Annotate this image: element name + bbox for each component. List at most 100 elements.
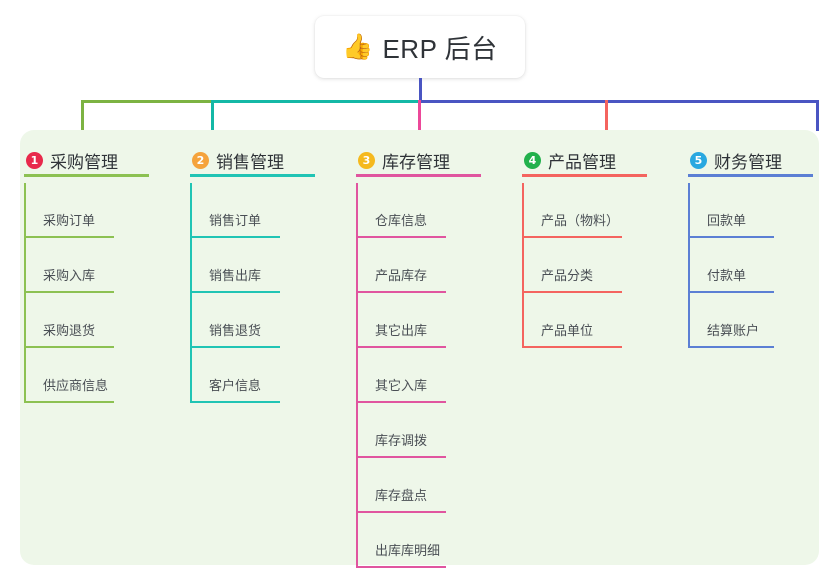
branch-items-3: 仓库信息产品库存其它出库其它入库库存调拨库存盘点出库库明细	[356, 183, 450, 568]
branch-item-label: 采购退货	[43, 323, 96, 338]
connector-bar-segment	[420, 100, 819, 103]
branch-item-label: 采购订单	[43, 213, 96, 228]
branch-underline	[688, 174, 813, 177]
branch-number-badge: 1	[26, 151, 43, 169]
branch-item[interactable]: 销售退货	[190, 293, 284, 348]
branch-item-underline	[522, 291, 622, 293]
branch-spine	[24, 183, 26, 403]
branch-item-underline	[356, 566, 446, 568]
root-node[interactable]: 👍 ERP 后台	[315, 16, 525, 78]
branch-item[interactable]: 回款单	[688, 183, 782, 238]
branch-item-underline	[24, 401, 114, 403]
branch-title: 财务管理	[714, 152, 782, 172]
branch-title: 采购管理	[50, 152, 118, 172]
branch-header-2[interactable]: 2 销售管理	[190, 146, 284, 174]
branch-item-label: 产品单位	[541, 323, 594, 338]
branch-item[interactable]: 其它出库	[356, 293, 450, 348]
connector-drop	[418, 100, 421, 131]
branch-item[interactable]: 产品单位	[522, 293, 622, 348]
branch-item-label: 供应商信息	[43, 378, 109, 393]
connector-drop	[816, 100, 819, 131]
branch-item[interactable]: 产品分类	[522, 238, 622, 293]
branch-item-underline	[522, 236, 622, 238]
branch-item[interactable]: 采购入库	[24, 238, 118, 293]
branch-title: 产品管理	[548, 152, 616, 172]
branch-underline	[356, 174, 481, 177]
branch-items-2: 销售订单销售出库销售退货客户信息	[190, 183, 284, 403]
branch-item-label: 结算账户	[707, 323, 760, 338]
branch-spine	[522, 183, 524, 348]
thumbs-up-icon: 👍	[342, 32, 374, 61]
branch-item-underline	[688, 291, 774, 293]
branch-item[interactable]: 销售订单	[190, 183, 284, 238]
branch-item[interactable]: 结算账户	[688, 293, 782, 348]
branch-item[interactable]: 采购退货	[24, 293, 118, 348]
connector-bar-segment	[213, 100, 420, 103]
branch-item[interactable]: 库存盘点	[356, 458, 450, 513]
branch-item-underline	[190, 401, 280, 403]
branch-item-label: 产品（物料）	[541, 213, 620, 228]
branch-item[interactable]: 库存调拨	[356, 403, 450, 458]
branch-header-4[interactable]: 4 产品管理	[522, 146, 616, 174]
root-stem	[419, 78, 422, 102]
branch-item-underline	[356, 346, 446, 348]
branch-header-5[interactable]: 5 财务管理	[688, 146, 782, 174]
branch-item[interactable]: 供应商信息	[24, 348, 118, 403]
branch-item-label: 其它入库	[375, 378, 428, 393]
connector-drop	[211, 100, 214, 131]
branch-item-underline	[688, 346, 774, 348]
root-title: ERP 后台	[382, 33, 498, 64]
branch-items-5: 回款单付款单结算账户	[688, 183, 782, 348]
branch-title: 销售管理	[216, 152, 284, 172]
branch-item-underline	[190, 291, 280, 293]
branch-column-4: 4 产品管理产品（物料） 产品分类产品单位	[522, 146, 647, 348]
branch-item-label: 库存盘点	[375, 488, 428, 503]
branch-item-underline	[356, 291, 446, 293]
branch-header-1[interactable]: 1 采购管理	[24, 146, 118, 174]
branch-item[interactable]: 付款单	[688, 238, 782, 293]
branch-column-5: 5 财务管理回款单付款单结算账户	[688, 146, 813, 348]
branch-number-badge: 4	[524, 151, 541, 169]
branch-underline	[190, 174, 315, 177]
branch-item[interactable]: 产品库存	[356, 238, 450, 293]
branch-spine	[356, 183, 358, 568]
branch-item[interactable]: 客户信息	[190, 348, 284, 403]
branch-item-label: 付款单	[707, 268, 747, 283]
branch-item-label: 回款单	[707, 213, 747, 228]
branch-items-4: 产品（物料） 产品分类产品单位	[522, 183, 622, 348]
branch-number-badge: 2	[192, 151, 209, 169]
branch-column-2: 2 销售管理销售订单销售出库销售退货客户信息	[190, 146, 315, 403]
branch-column-1: 1 采购管理采购订单采购入库采购退货供应商信息	[24, 146, 149, 403]
branches-panel: 1 采购管理采购订单采购入库采购退货供应商信息 2 销售管理销售订单销售出库销售退货客…	[20, 130, 819, 568]
branch-item-underline	[24, 346, 114, 348]
branch-item-label: 客户信息	[209, 378, 262, 393]
branch-item[interactable]: 产品（物料）	[522, 183, 622, 238]
branch-item[interactable]: 销售出库	[190, 238, 284, 293]
branch-item-label: 仓库信息	[375, 213, 428, 228]
branch-item-underline	[522, 346, 622, 348]
branch-item-underline	[190, 346, 280, 348]
branch-item-underline	[356, 456, 446, 458]
branch-item[interactable]: 仓库信息	[356, 183, 450, 238]
branch-item[interactable]: 出库库明细	[356, 513, 450, 568]
branch-items-1: 采购订单采购入库采购退货供应商信息	[24, 183, 118, 403]
branch-spine	[688, 183, 690, 348]
branch-item-label: 出库库明细	[375, 543, 441, 558]
branch-number-badge: 3	[358, 151, 375, 169]
branch-item[interactable]: 其它入库	[356, 348, 450, 403]
branch-item-underline	[190, 236, 280, 238]
branch-item-label: 其它出库	[375, 323, 428, 338]
connector-drop	[81, 100, 84, 131]
branch-item[interactable]: 采购订单	[24, 183, 118, 238]
branch-item-label: 产品分类	[541, 268, 594, 283]
branch-number-badge: 5	[690, 151, 707, 169]
branch-item-label: 销售出库	[209, 268, 262, 283]
branch-item-underline	[356, 236, 446, 238]
branch-item-underline	[24, 236, 114, 238]
branch-item-underline	[356, 511, 446, 513]
branch-item-underline	[356, 401, 446, 403]
branch-item-label: 库存调拨	[375, 433, 428, 448]
